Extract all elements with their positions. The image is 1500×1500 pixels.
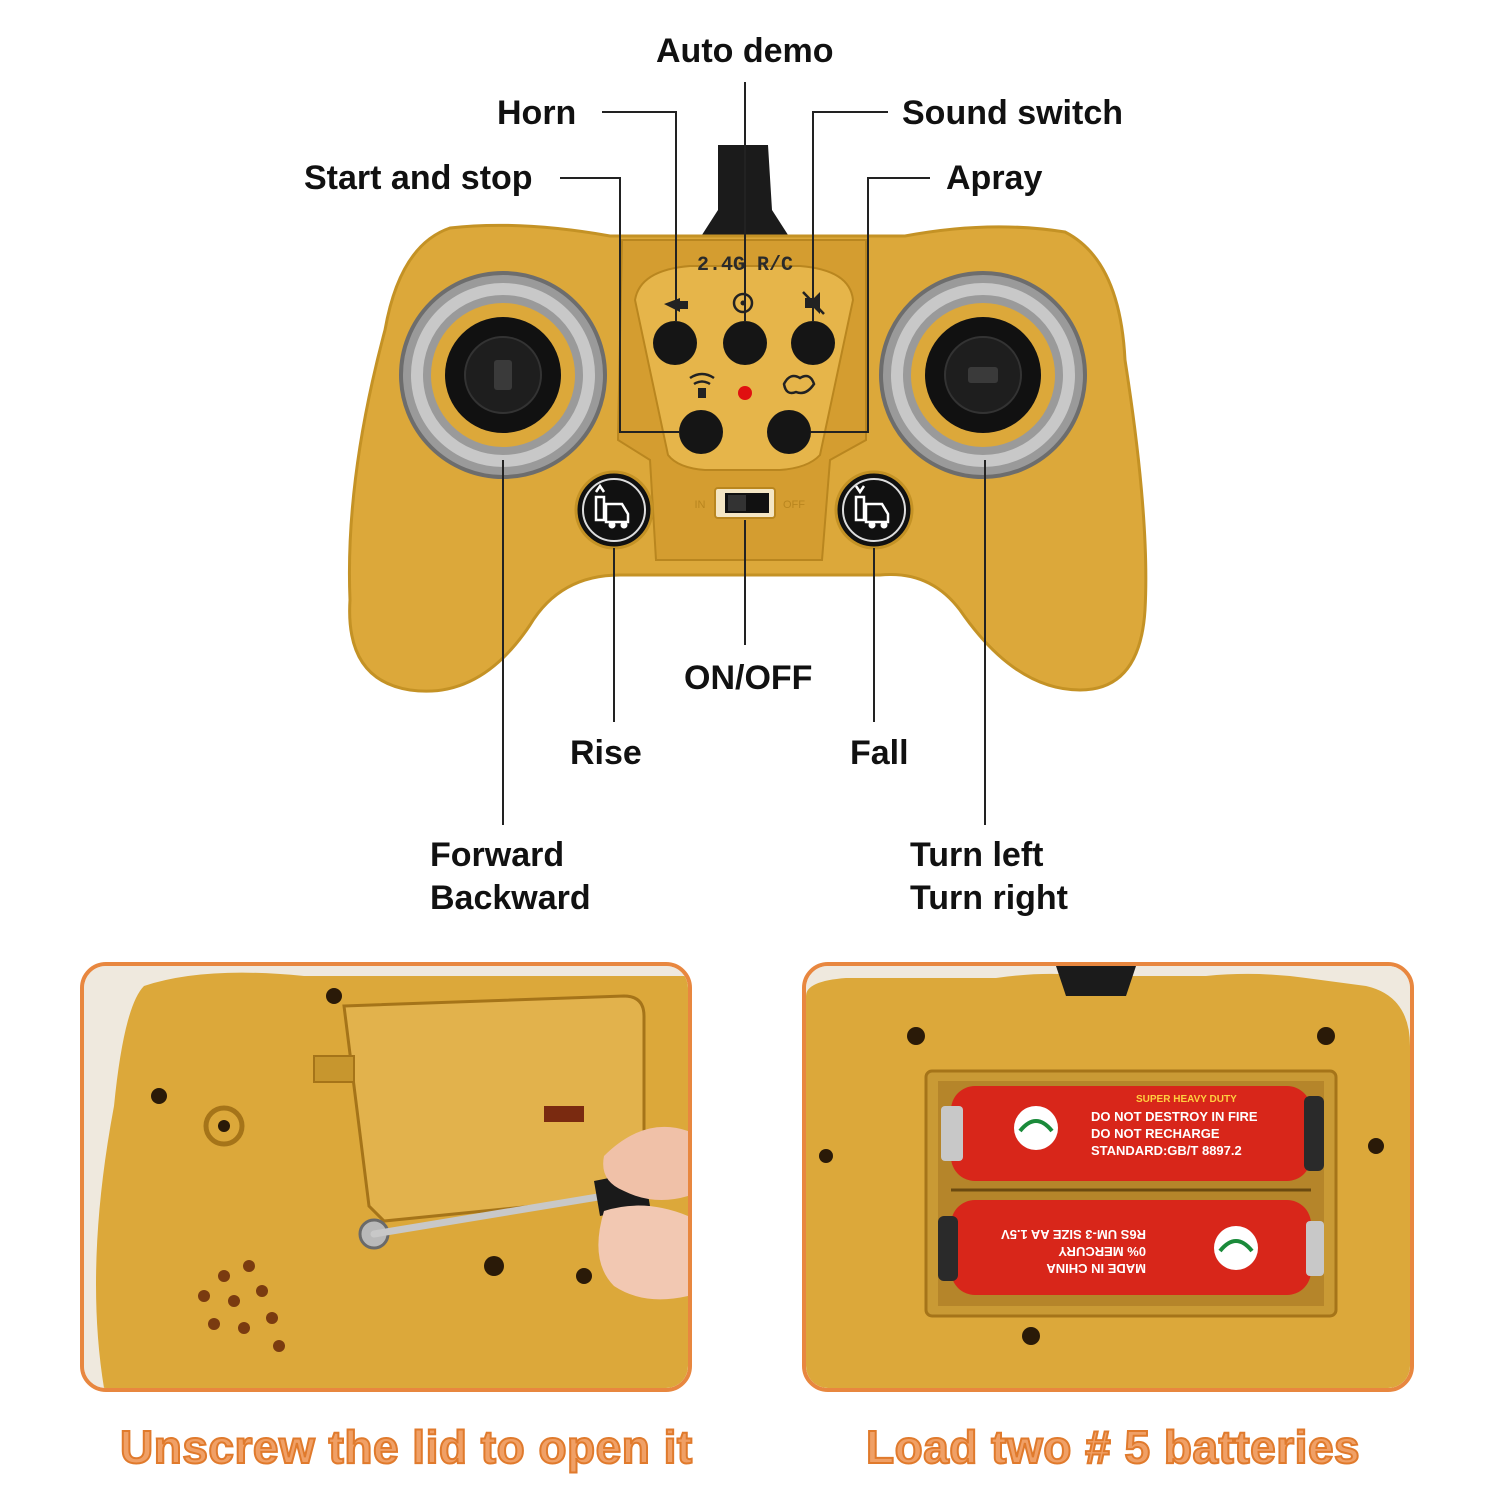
- forklift-rise-icon: [594, 483, 630, 529]
- battery-bottom-line-1: MADE IN CHINA: [1046, 1261, 1146, 1276]
- auto-demo-button[interactable]: [723, 321, 767, 365]
- battery-top: SUPER HEAVY DUTY DO NOT DESTROY IN FIRE …: [941, 1086, 1324, 1181]
- fall-button[interactable]: [834, 470, 914, 550]
- power-led: [738, 386, 752, 400]
- start-stop-button[interactable]: [679, 410, 723, 454]
- left-joystick[interactable]: [399, 271, 607, 479]
- leader-lines: [502, 82, 986, 825]
- label-rise: Rise: [570, 734, 642, 772]
- speaker-grille: [198, 1260, 285, 1352]
- horn-button[interactable]: [653, 321, 697, 365]
- caption-unscrew: Unscrew the lid to open it: [119, 1420, 693, 1474]
- right-joystick[interactable]: [879, 271, 1087, 479]
- label-start-stop: Start and stop: [304, 159, 533, 197]
- power-switch[interactable]: [714, 487, 776, 519]
- label-horn: Horn: [497, 94, 577, 132]
- engine-start-icon: [689, 372, 715, 398]
- rise-button[interactable]: [574, 470, 654, 550]
- battery-top-line-2: DO NOT RECHARGE: [1091, 1126, 1220, 1141]
- label-apray: Apray: [946, 159, 1043, 197]
- label-sound-switch: Sound switch: [902, 94, 1123, 132]
- battery-top-line-1: DO NOT DESTROY IN FIRE: [1091, 1109, 1258, 1124]
- photo-unscrew-lid: [80, 962, 692, 1392]
- label-fall: Fall: [850, 734, 909, 772]
- photo-load-batteries: SUPER HEAVY DUTY DO NOT DESTROY IN FIRE …: [802, 962, 1414, 1392]
- label-turn: Turn left Turn right: [910, 836, 1068, 917]
- label-on-off: ON/OFF: [684, 659, 813, 697]
- switch-label-off: OFF: [783, 499, 805, 511]
- remote-control-diagram: 2.4G R/C: [347, 82, 1148, 825]
- label-auto-demo: Auto demo: [656, 32, 834, 70]
- battery-top-header: SUPER HEAVY DUTY: [1136, 1094, 1237, 1105]
- battery-top-line-3: STANDARD:GB/T 8897.2: [1091, 1143, 1242, 1158]
- battery-bottom-line-2: 0% MERCURY: [1058, 1244, 1146, 1259]
- forklift-fall-icon: [854, 485, 890, 529]
- switch-label-in: IN: [695, 499, 706, 511]
- label-forward-backward: Forward Backward: [430, 836, 591, 917]
- battery-bottom: MADE IN CHINA 0% MERCURY R6S UM-3 SIZE A…: [938, 1200, 1324, 1295]
- sound-switch-button[interactable]: [791, 321, 835, 365]
- apray-button[interactable]: [767, 410, 811, 454]
- battery-bottom-line-3: R6S UM-3 SIZE AA 1.5V: [1001, 1227, 1146, 1242]
- caption-batteries: Load two # 5 batteries: [865, 1420, 1361, 1474]
- spray-icon: [782, 374, 816, 395]
